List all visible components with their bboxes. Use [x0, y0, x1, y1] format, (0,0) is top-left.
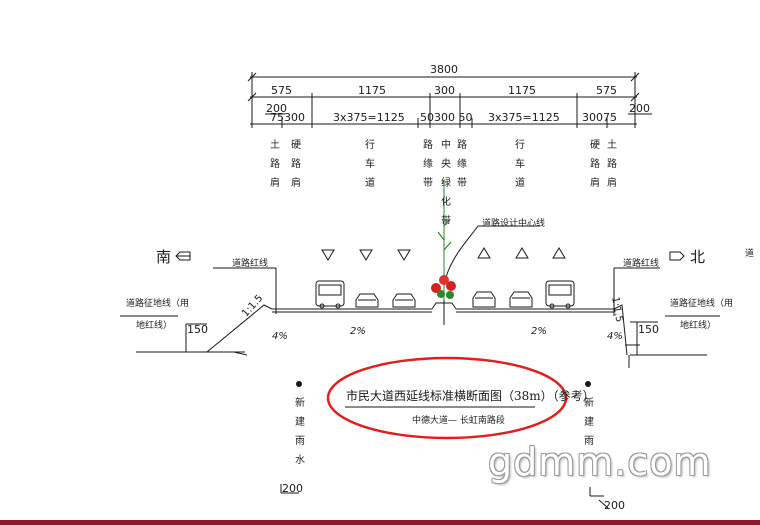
median-tree: [431, 180, 456, 300]
watermark-text: gdmm.com: [488, 440, 712, 484]
slope-left: [205, 304, 273, 353]
direction-arrow-right-3: [552, 247, 566, 259]
dim-left-1175: 1175: [358, 84, 386, 97]
rain-pipe-right-label: 新建雨: [584, 398, 594, 447]
bus-left: [315, 280, 345, 309]
direction-arrow-left-1: [321, 249, 335, 261]
dim-left-75-300: 75300: [270, 111, 305, 124]
dim-right-300-75: 30075: [582, 111, 617, 124]
height-150-left: 150: [187, 323, 208, 336]
dim-right-575: 575: [596, 84, 617, 97]
direction-arrow-left-2: [359, 249, 373, 261]
dim-left-lanes: 3x375=1125: [333, 111, 405, 124]
label-lane-right: 行车道: [515, 140, 525, 189]
car-left-1: [355, 293, 379, 308]
bottom-bar: [0, 520, 760, 525]
land-line-left-2: 地红线）: [136, 321, 173, 331]
drawing-subtitle: 中德大道— 长虹南路段: [412, 416, 505, 426]
direction-arrow-right-1: [477, 247, 491, 259]
label-lane-left: 行车道: [365, 140, 375, 189]
slope-right: [613, 304, 628, 356]
bus-right: [545, 280, 575, 309]
label-hard-shoulder-left: 硬路肩: [291, 140, 301, 189]
dim-center-300: 300: [434, 84, 455, 97]
label-edge-strip-left: 路缘带: [423, 140, 433, 189]
label-soil-shoulder-left: 土路肩: [270, 140, 280, 189]
pipe-right-200: 200: [604, 499, 625, 512]
dim-left-200: 200: [266, 102, 287, 115]
label-median: 中央绿化带: [441, 140, 451, 227]
height-150-right: 150: [638, 323, 659, 336]
car-left-2: [392, 293, 416, 308]
edge-partial-label: 道: [745, 249, 755, 259]
dim-total: 3800: [430, 63, 458, 76]
south-label: 南: [156, 248, 172, 266]
red-line-left-label: 道路红线: [232, 259, 269, 269]
direction-arrow-left-3: [397, 249, 411, 261]
label-soil-shoulder-right: 土路肩: [607, 140, 617, 189]
direction-arrow-right-2: [515, 247, 529, 259]
car-right-2: [509, 291, 533, 308]
land-line-right-2: 地红线）: [680, 321, 717, 331]
dim-right-lanes: 3x375=1125: [488, 111, 560, 124]
dim-right-200: 200: [629, 102, 650, 115]
land-line-left-1: 道路征地线（用: [126, 299, 190, 309]
rain-pipe-right-marker: [585, 381, 591, 387]
dim-center-detail: 50300 50: [420, 111, 473, 124]
rain-pipe-left-label: 新建雨水: [295, 398, 305, 466]
car-right-1: [472, 291, 496, 308]
design-centerline-label: 道路设计中心线: [482, 219, 546, 229]
land-line-right-1: 道路征地线（用: [670, 299, 734, 309]
drawing-title: 市民大道西延线标准横断面图（38m）（参考）: [346, 389, 595, 403]
red-line-right-label: 道路红线: [623, 259, 660, 269]
grade-left-road: 2%: [350, 326, 366, 337]
dim-left-575: 575: [271, 84, 292, 97]
north-label: 北: [690, 248, 706, 266]
label-hard-shoulder-right: 硬路肩: [590, 140, 600, 189]
rain-pipe-left-marker: [296, 381, 302, 387]
grade-left-shoulder: 4%: [272, 331, 288, 342]
title-highlight-ellipse: [326, 356, 568, 440]
grade-right-shoulder: 4%: [607, 331, 623, 342]
dim-right-1175: 1175: [508, 84, 536, 97]
pipe-left-200: 200: [282, 482, 303, 495]
label-edge-strip-right: 路缘带: [457, 140, 467, 189]
grade-right-road: 2%: [531, 326, 547, 337]
